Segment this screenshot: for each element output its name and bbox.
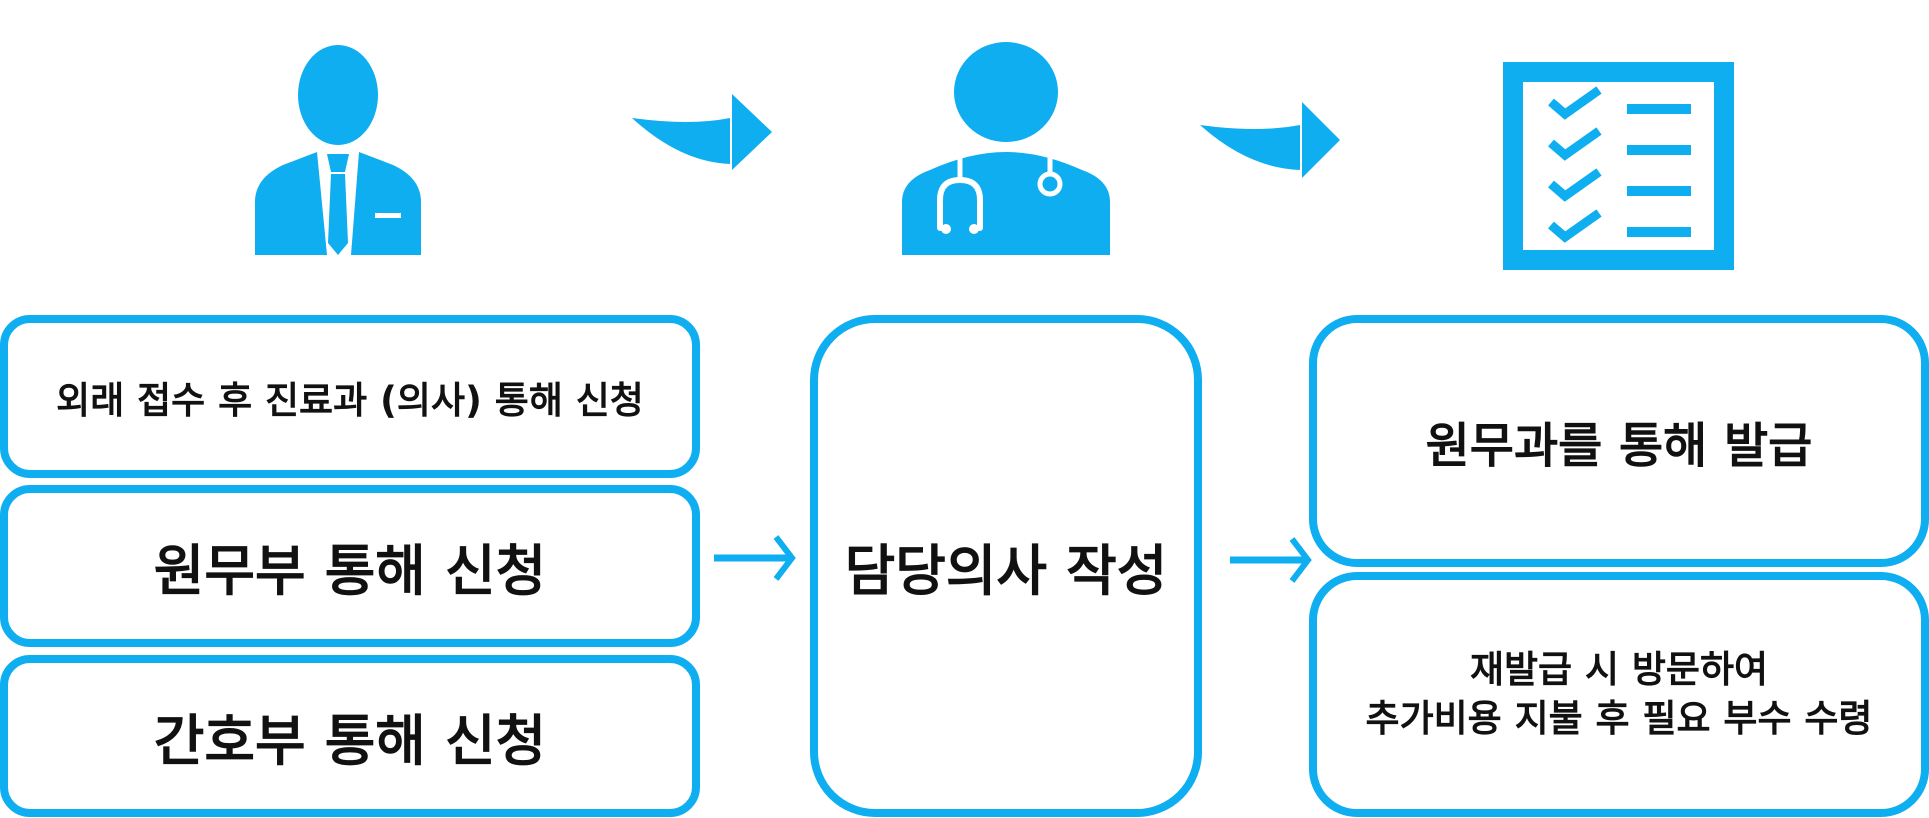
right-arrow-icon [1230,537,1312,583]
outpatient-request-box: 외래 접수 후 진료과 (의사) 통해 신청 [0,315,700,478]
checklist-icon [1503,62,1734,270]
admin-office-request-box: 원무부 통해 신청 [0,485,700,647]
issue-label: 원무과를 통해 발급 [1425,418,1813,474]
right-arrow-icon [714,535,796,581]
reissue-box: 재발급 시 방문하여 추가비용 지불 후 필요 부수 수령 [1309,572,1929,817]
nursing-request-box: 간호부 통해 신청 [0,655,700,817]
nursing-request-label: 간호부 통해 신청 [153,709,547,773]
doctor-writes-box: 담당의사 작성 [810,315,1202,817]
reissue-line-1: 재발급 시 방문하여 [1469,648,1769,692]
doctor-writes-label: 담당의사 작성 [844,539,1168,603]
doctor-icon [902,42,1110,255]
reissue-line-2: 추가비용 지불 후 필요 부수 수령 [1365,696,1873,740]
outpatient-request-label: 외래 접수 후 진료과 (의사) 통해 신청 [56,378,644,422]
curved-arrow-icon [632,94,772,170]
curved-arrow-icon [1200,102,1340,178]
issue-box: 원무과를 통해 발급 [1309,315,1929,567]
person-with-tie-icon [255,45,421,255]
admin-office-request-label: 원무부 통해 신청 [153,539,547,603]
